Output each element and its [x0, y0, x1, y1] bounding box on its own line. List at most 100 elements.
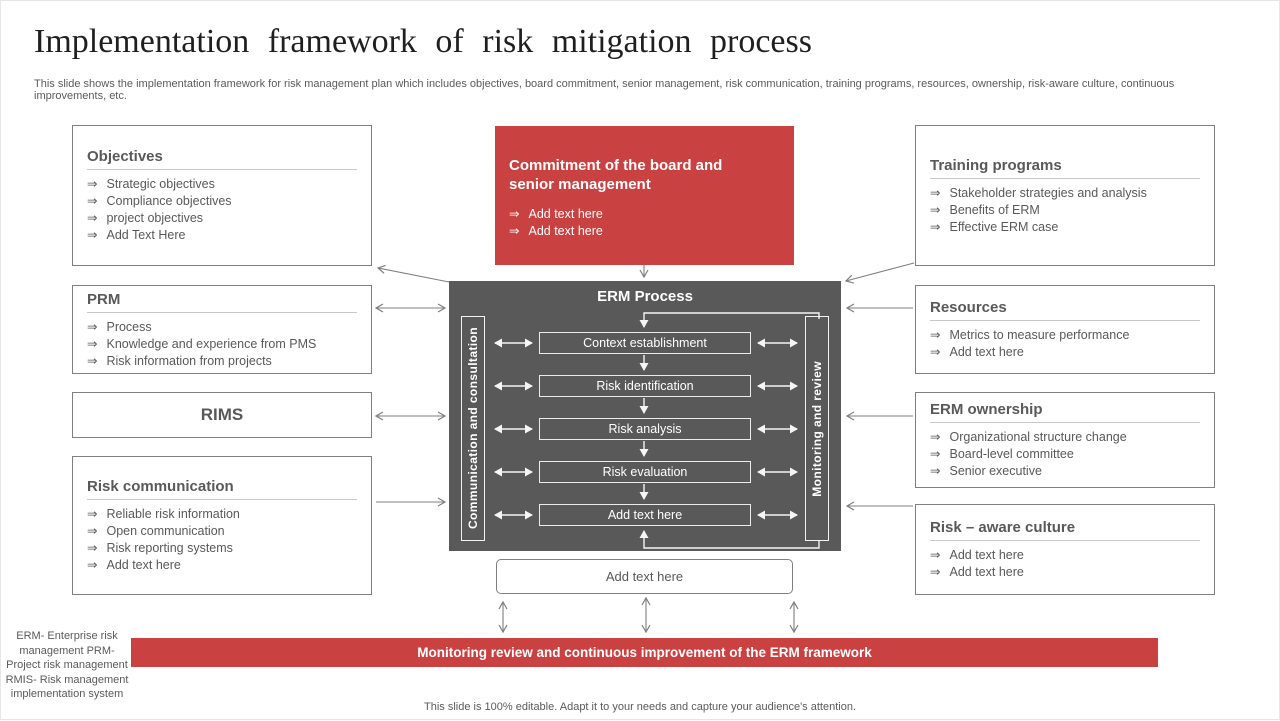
list-item: ⇒ Process — [87, 319, 357, 335]
list-item-text: Benefits of ERM — [949, 202, 1040, 217]
list-item-text: Open communication — [106, 524, 225, 538]
card-title: ERM ownership — [930, 401, 1043, 418]
monitoring-banner: Monitoring review and continuous improve… — [131, 638, 1158, 667]
list-item: ⇒ Stakeholder strategies and analysis — [930, 185, 1200, 201]
list-item-text: project objectives — [106, 211, 204, 225]
divider — [87, 169, 357, 170]
arrow-bullet-icon: ⇒ — [87, 319, 98, 334]
list-item-text: Metrics to measure performance — [949, 328, 1130, 342]
card-erm-ownership: ERM ownership ⇒ Organizational structure … — [915, 392, 1215, 488]
list-item-text: Effective ERM case — [949, 219, 1059, 234]
list-item-text: Senior executive — [949, 464, 1042, 478]
list-item-text: Add text here — [528, 207, 603, 221]
arrow-erm-to-objectives — [376, 264, 450, 283]
list-item-text: Risk information from projects — [106, 353, 272, 368]
page-subtitle: This slide shows the implementation fram… — [34, 78, 1175, 102]
list-item: ⇒Add text here — [930, 564, 1200, 580]
arrow-bullet-icon: ⇒ — [87, 524, 98, 538]
list-item-text: Strategic objectives — [106, 177, 215, 191]
abbreviations-footnote: ERM- Enterprise risk management PRM- Pro… — [5, 630, 129, 700]
arrow-bullet-icon: ⇒ — [930, 430, 941, 444]
list-item-text: Reliable risk information — [106, 507, 240, 521]
list-item-text: Add text here — [949, 345, 1024, 359]
divider — [930, 177, 1200, 179]
card-training-programs: Training programs ⇒ Stakeholder strategie… — [915, 125, 1215, 266]
arrow-training-to-erm — [844, 262, 915, 284]
divider — [930, 540, 1200, 541]
arrow-bullet-icon: ⇒ — [930, 464, 941, 478]
arrow-bullet-icon: ⇒ — [930, 185, 941, 200]
card-title: Training programs — [930, 156, 1062, 174]
arrow-bullet-icon: ⇒ — [930, 219, 941, 234]
list-item: ⇒ project objectives — [87, 210, 357, 226]
list-item: ⇒Strategic objectives — [87, 176, 357, 192]
card-objectives: Objectives ⇒Strategic objectives⇒Complia… — [72, 125, 372, 266]
list-item: ⇒ Add text here — [930, 547, 1200, 563]
card-title: Risk – aware culture — [930, 519, 1076, 536]
erm-process-box: ERM Process Communication and consultati… — [449, 281, 841, 551]
card-risk-communication: Risk communication ⇒ Reliable risk inform… — [72, 456, 372, 595]
list-item: ⇒ Add text here — [509, 206, 776, 222]
list-item-text: Knowledge and experience from PMS — [106, 336, 317, 351]
arrow-bullet-icon: ⇒ — [87, 228, 98, 242]
communication-consultation-label: Communication and consultation — [466, 327, 480, 530]
list-item: ⇒ Compliance objectives — [87, 193, 357, 209]
commitment-box: Commitment of the board and senior manag… — [495, 126, 794, 265]
communication-consultation-bar: Communication and consultation — [461, 316, 485, 541]
list-item: ⇒ Add text here — [87, 557, 357, 573]
card-risk-aware-culture: Risk – aware culture ⇒Add text here⇒Add … — [915, 504, 1215, 595]
arrow-bullet-icon: ⇒ — [87, 353, 98, 368]
card-title: Risk communication — [87, 478, 234, 495]
list-item: ⇒ Reliable risk information — [87, 506, 357, 522]
arrow-bullet-icon: ⇒ — [509, 224, 520, 238]
card-title: PRM — [87, 290, 121, 308]
list-item-text: Add text here — [949, 548, 1024, 562]
list-item: ⇒ Risk information from projects — [87, 353, 357, 369]
erm-stage: Context establishment — [539, 332, 751, 354]
divider — [930, 320, 1200, 321]
monitoring-review-label: Monitoring and review — [810, 360, 824, 497]
list-item-text: Compliance objectives — [106, 194, 232, 208]
arrow-bullet-icon: ⇒ — [87, 507, 98, 521]
card-title: RIMS — [200, 405, 244, 424]
erm-stage: Risk identification — [539, 375, 751, 397]
divider — [87, 311, 357, 313]
divider — [87, 499, 357, 500]
erm-stage: Risk analysis — [539, 418, 751, 440]
card-title: Objectives — [87, 148, 163, 165]
arrow-bullet-icon: ⇒ — [930, 565, 941, 579]
list-item: ⇒Risk reporting systems — [87, 540, 357, 556]
list-item: ⇒ Benefits of ERM — [930, 202, 1200, 218]
arrow-bullet-icon: ⇒ — [87, 194, 98, 208]
list-item-text: Process — [106, 319, 152, 334]
list-item: ⇒ Senior executive — [930, 463, 1200, 479]
list-item: ⇒ Effective ERM case — [930, 219, 1200, 235]
arrow-bullet-icon: ⇒ — [87, 211, 98, 225]
arrow-bullet-icon: ⇒ — [87, 336, 98, 351]
list-item: ⇒Board-level committee — [930, 446, 1200, 462]
commitment-title: Commitment of the board and senior manag… — [509, 157, 723, 193]
arrow-bullet-icon: ⇒ — [930, 548, 941, 562]
divider — [930, 422, 1200, 423]
list-item: ⇒ Add Text Here — [87, 227, 357, 243]
list-item-text: Organizational structure change — [949, 430, 1127, 444]
list-item: ⇒Metrics to measure performance — [930, 327, 1200, 343]
monitoring-review-bar: Monitoring and review — [805, 316, 829, 541]
list-item-text: Add Text Here — [106, 228, 186, 242]
arrow-bullet-icon: ⇒ — [87, 558, 98, 572]
add-text-placeholder-box: Add text here — [496, 559, 793, 594]
list-item: ⇒ Open communication — [87, 523, 357, 539]
list-item: ⇒ Organizational structure change — [930, 429, 1200, 445]
card-rims: RIMS — [72, 392, 372, 438]
list-item-text: Add text here — [528, 224, 603, 238]
arrow-bullet-icon: ⇒ — [930, 202, 941, 217]
list-item: ⇒Add text here — [930, 344, 1200, 360]
list-item-text: Add text here — [106, 558, 181, 572]
card-prm: PRM ⇒ Process ⇒ Knowledge and experience fr… — [72, 285, 372, 374]
arrow-bullet-icon: ⇒ — [87, 541, 98, 555]
list-item-text: Stakeholder strategies and analysis — [949, 185, 1147, 200]
list-item: ⇒ Knowledge and experience from PMS — [87, 336, 357, 352]
erm-stage: Risk evaluation — [539, 461, 751, 483]
erm-stage: Add text here — [539, 504, 751, 526]
arrow-bullet-icon: ⇒ — [509, 207, 520, 221]
